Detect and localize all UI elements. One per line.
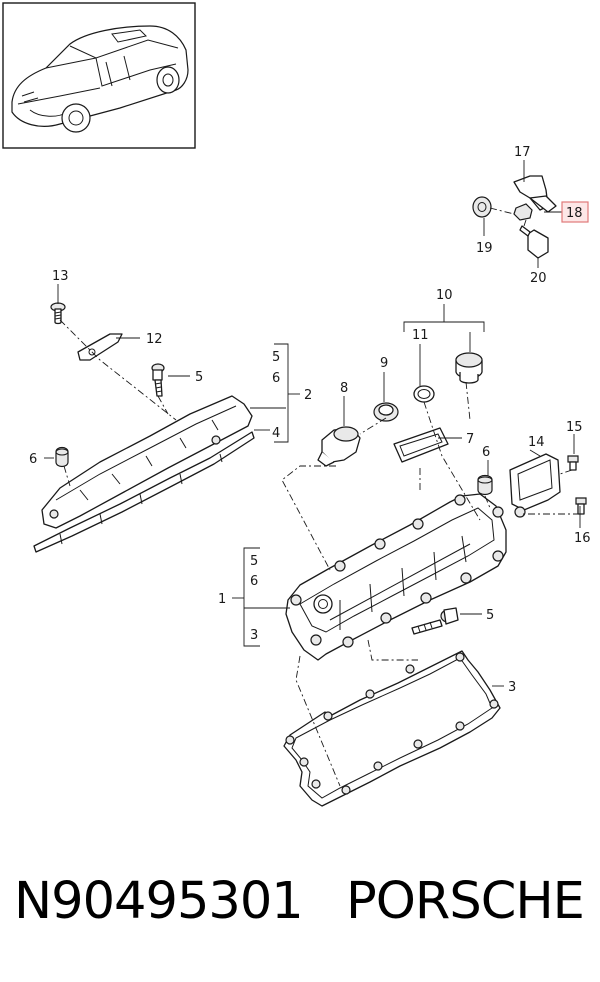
label-6-main-group: 6 bbox=[250, 574, 258, 589]
label-14: 14 bbox=[528, 435, 545, 450]
seal-washer-19 bbox=[472, 196, 492, 218]
bracket-12 bbox=[77, 333, 123, 361]
part-labels: 13 12 5 6 5 6 2 4 8 9 11 10 7 6 14 15 16… bbox=[29, 145, 591, 695]
stud-bolt-5-right bbox=[411, 607, 459, 635]
bolt-13 bbox=[50, 302, 66, 325]
sensor-bracket-17 bbox=[513, 175, 557, 213]
grommet-6-left bbox=[55, 446, 69, 468]
nut-18 bbox=[513, 203, 533, 221]
label-7: 7 bbox=[466, 432, 474, 447]
upper-engine-cover bbox=[41, 395, 253, 529]
label-4: 4 bbox=[272, 426, 280, 441]
sensor-20 bbox=[519, 225, 549, 259]
label-19: 19 bbox=[476, 241, 493, 256]
o-ring-11 bbox=[413, 385, 435, 403]
label-2: 2 bbox=[304, 388, 312, 403]
gasket-plate-7 bbox=[393, 427, 449, 463]
label-3-main-group: 3 bbox=[250, 628, 258, 643]
label-8: 8 bbox=[340, 381, 348, 396]
label-15: 15 bbox=[566, 420, 583, 435]
upper-cover-gasket bbox=[33, 431, 255, 553]
assembly-center-lines bbox=[59, 207, 580, 787]
label-3: 3 bbox=[508, 680, 516, 695]
label-5-right: 5 bbox=[486, 608, 494, 623]
label-13: 13 bbox=[52, 269, 69, 284]
label-6-upper-group: 6 bbox=[272, 371, 280, 386]
bolt-16 bbox=[575, 497, 587, 515]
label-20: 20 bbox=[530, 271, 547, 286]
grommet-6-right bbox=[477, 474, 493, 496]
label-5-top: 5 bbox=[195, 370, 203, 385]
label-10: 10 bbox=[436, 288, 453, 303]
footer-caption: N90495301 PORSCHE bbox=[0, 862, 600, 962]
highlight-box-18 bbox=[561, 201, 589, 223]
oil-cap-10 bbox=[455, 352, 483, 384]
leader-lines bbox=[44, 160, 581, 687]
label-11: 11 bbox=[412, 328, 429, 343]
valve-cover-main bbox=[285, 493, 507, 661]
label-18: 18 bbox=[566, 206, 583, 221]
label-17: 17 bbox=[514, 145, 531, 160]
label-6-right: 6 bbox=[482, 445, 490, 460]
label-6-left: 6 bbox=[29, 452, 37, 467]
brand-name: PORSCHE bbox=[346, 872, 585, 931]
vehicle-thumbnail bbox=[2, 2, 196, 149]
label-1: 1 bbox=[218, 592, 226, 607]
label-9: 9 bbox=[380, 356, 388, 371]
bolt-15 bbox=[567, 455, 579, 471]
oil-filler-neck-8 bbox=[317, 426, 361, 467]
stud-bolt-5-top bbox=[151, 363, 165, 397]
part-number: N90495301 bbox=[14, 872, 304, 931]
bracket-14 bbox=[509, 453, 561, 518]
label-5-main-group: 5 bbox=[250, 554, 258, 569]
label-16: 16 bbox=[574, 531, 591, 546]
seal-ring-9 bbox=[373, 402, 399, 422]
exploded-parts-diagram: 13 12 5 6 5 6 2 4 8 9 11 10 7 6 14 15 16… bbox=[2, 2, 591, 807]
label-5-upper-group: 5 bbox=[272, 350, 280, 365]
suv-illustration bbox=[11, 25, 189, 133]
valve-cover-gasket bbox=[283, 650, 501, 807]
label-12: 12 bbox=[146, 332, 163, 347]
